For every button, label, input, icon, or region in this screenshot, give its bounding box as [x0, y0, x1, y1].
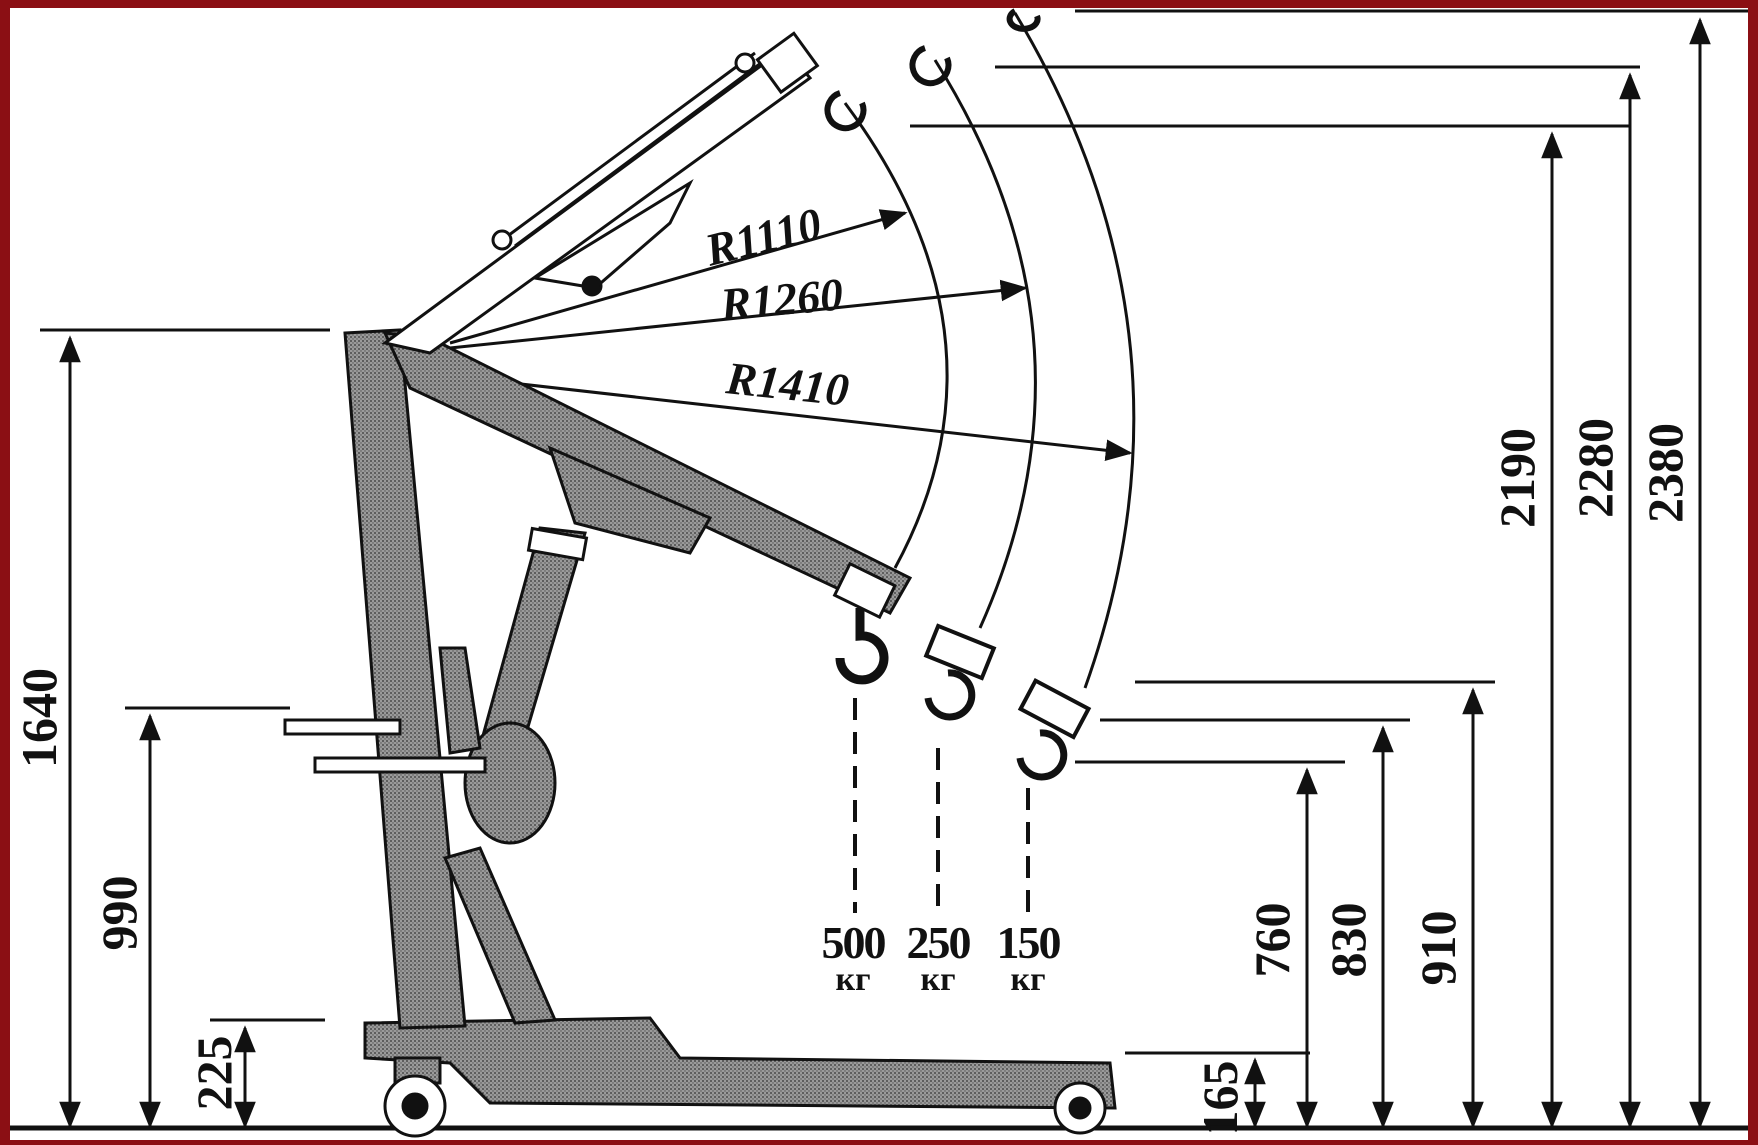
drawing-sheet: 1640 990 225 165 760 830 910 2190 2280 2… [10, 8, 1748, 1140]
radius-label-3: R1410 [723, 352, 851, 416]
swing-arcs [843, 12, 1136, 689]
dim-2280-label: 2280 [1567, 418, 1623, 518]
radius-label-2: R1260 [717, 268, 845, 330]
right-dimensions [910, 9, 1748, 1129]
radius-label-1: R1110 [699, 198, 826, 276]
crane-machine [283, 31, 1117, 1138]
dim-2380-label: 2380 [1637, 423, 1693, 523]
dim-830-label: 830 [1320, 903, 1376, 978]
load-250-unit: кг [920, 961, 955, 998]
radius-rays [449, 209, 1133, 461]
dim-910-label: 910 [1410, 911, 1466, 986]
load-150-unit: кг [1010, 961, 1045, 998]
dim-1640-label: 1640 [11, 668, 67, 768]
load-150-value: 150 [997, 917, 1061, 968]
load-labels: 500 кг 250 кг 150 кг [822, 917, 1063, 998]
dim-2190-label: 2190 [1489, 428, 1545, 528]
load-500-unit: кг [835, 961, 870, 998]
load-plumb-lines [853, 698, 1030, 913]
hooks [824, 8, 1092, 781]
dim-760-label: 760 [1244, 903, 1300, 978]
left-dimensions [40, 328, 330, 1129]
crane-diagram: 1640 990 225 165 760 830 910 2190 2280 2… [10, 8, 1748, 1138]
dim-225-label: 225 [186, 1036, 242, 1111]
dim-165-label: 165 [1192, 1061, 1248, 1136]
load-500-value: 500 [822, 917, 886, 968]
load-250-value: 250 [907, 917, 971, 968]
dim-990-label: 990 [91, 876, 147, 951]
